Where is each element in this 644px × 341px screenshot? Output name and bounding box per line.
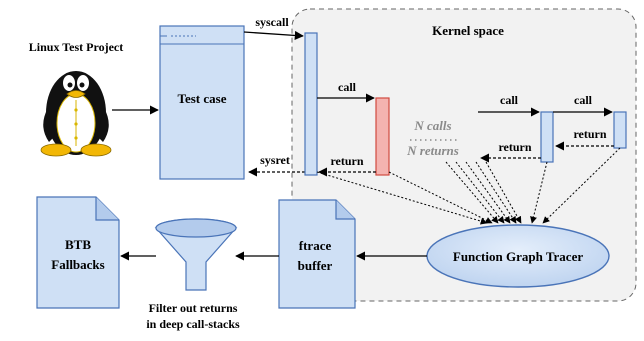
test-case-label: Test case — [178, 91, 227, 106]
n-calls-label: N calls — [413, 118, 451, 133]
trace-arrows — [316, 147, 621, 225]
ftrace-buffer-fold — [335, 200, 355, 220]
nested-function-bar-1 — [540, 111, 554, 163]
nested-function-bar-2 — [613, 111, 627, 149]
funnel-icon — [154, 218, 238, 291]
btb-fallbacks-document — [36, 196, 120, 309]
tracer-label: Function Graph Tracer — [453, 249, 583, 264]
project-label: Linux Test Project — [29, 40, 123, 54]
call-label-1: call — [338, 80, 357, 94]
ftrace-buffer-document — [278, 199, 356, 309]
deep-function-bar — [375, 97, 390, 176]
btb-label-line2: Fallbacks — [51, 257, 104, 272]
return-label-3: return — [573, 127, 606, 141]
kernel-space-label: Kernel space — [432, 23, 504, 38]
return-label-2: return — [498, 140, 531, 154]
tux-penguin-icon — [40, 71, 112, 157]
ftrace-label-line2: buffer — [298, 258, 333, 273]
sysret-label: sysret — [260, 153, 290, 167]
syscall-function-bar — [304, 32, 318, 176]
call-label-2: call — [500, 93, 519, 107]
return-label-1: return — [330, 154, 363, 168]
btb-label-line1: BTB — [65, 237, 91, 252]
call-label-3: call — [574, 93, 593, 107]
filter-label-line2: in deep call-stacks — [146, 317, 240, 331]
filter-label-line1: Filter out returns — [149, 301, 238, 315]
syscall-label: syscall — [255, 15, 289, 29]
syscall-arrow — [243, 30, 304, 40]
ftrace-label-line1: ftrace — [299, 238, 332, 253]
n-returns-label: N returns — [406, 143, 459, 158]
btb-fallbacks-fold — [95, 197, 119, 221]
test-case-window — [159, 25, 245, 180]
